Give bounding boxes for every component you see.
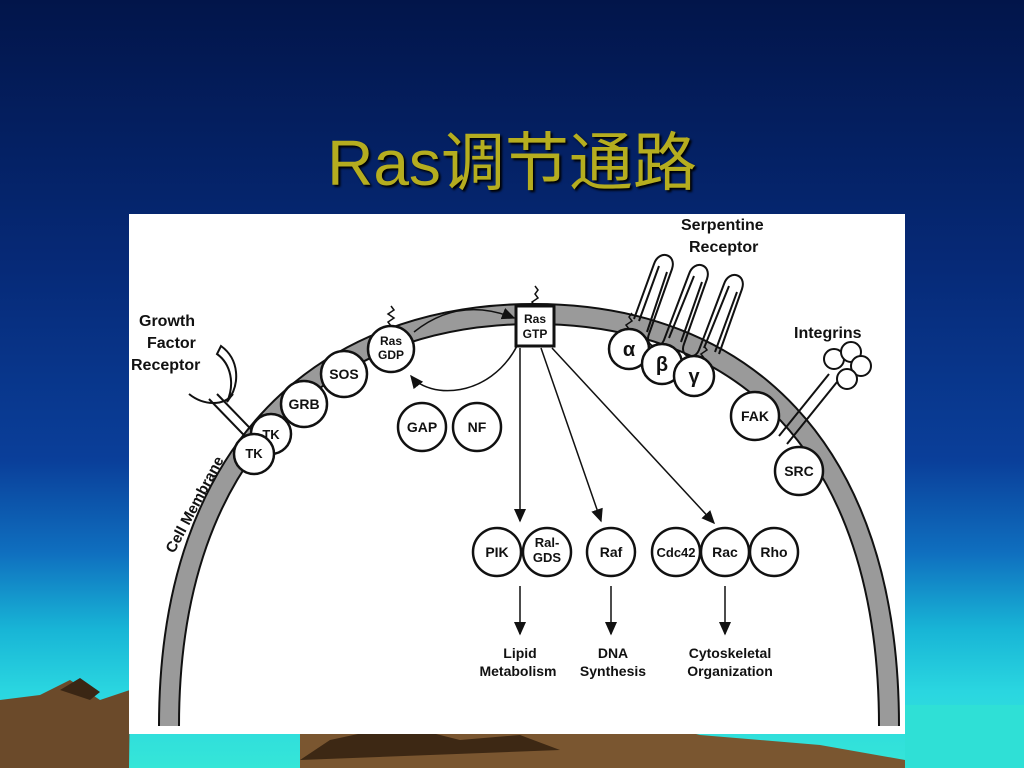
svg-text:PIK: PIK [485,544,508,560]
svg-text:γ: γ [688,366,700,388]
alpha-node: α [607,312,651,371]
raf-node: Raf [585,526,637,578]
src-node: SRC [773,445,825,497]
ras-pathway-diagram: Cell Membrane Growth Factor Receptor TK … [131,217,900,727]
svg-text:Rho: Rho [760,544,787,560]
gtp-to-gdp-arrow [410,345,518,392]
svg-text:Ras: Ras [524,312,546,326]
growth-factor-label-3: Receptor [131,357,200,374]
gap-node: GAP [396,401,448,453]
gdp-to-gtp-arrow [413,307,516,333]
svg-text:GDS: GDS [533,550,562,565]
serpentine-receptor-icon [633,254,744,358]
svg-text:NF: NF [468,419,487,435]
nf-node: NF [451,401,503,453]
ras-gdp-node: Ras GDP [366,305,416,374]
cyto-label-1: Cytoskeletal [689,645,771,661]
gamma-node: γ [672,345,716,398]
svg-text:Rac: Rac [712,544,738,560]
svg-text:SRC: SRC [784,463,814,479]
dna-label-1: DNA [598,645,628,661]
svg-text:GTP: GTP [523,327,548,341]
ras-gtp-box: Ras GTP [514,285,556,348]
svg-text:α: α [623,339,636,361]
serpentine-label-1: Serpentine [681,217,764,234]
slide-title: Ras调节通路 [327,127,697,199]
integrins-label: Integrins [794,325,862,342]
sos-node: SOS [319,349,369,399]
lipid-label-1: Lipid [503,645,536,661]
svg-text:GDP: GDP [378,348,404,362]
svg-text:Raf: Raf [600,544,623,560]
grb-node: GRB [279,379,329,429]
svg-text:SOS: SOS [329,366,359,382]
svg-text:FAK: FAK [741,408,769,424]
svg-text:β: β [656,354,668,376]
growth-factor-label-2: Factor [147,335,196,352]
svg-text:GRB: GRB [288,396,319,412]
integrin-icon [778,341,872,445]
arrow-to-raf [540,347,603,523]
growth-factor-ligand-icon [215,344,238,403]
arrow-to-rac [551,347,716,525]
svg-text:GAP: GAP [407,419,437,435]
rac-node: Rac [699,526,751,578]
growth-factor-label-1: Growth [139,313,195,330]
svg-text:Ras: Ras [380,334,402,348]
fak-node: FAK [729,390,781,442]
cyto-label-2: Organization [687,663,773,679]
tk-node-2: TK [232,432,276,476]
ralgds-node: Ral- GDS [521,526,573,578]
svg-text:Cdc42: Cdc42 [656,545,695,560]
diagram-panel: Cell Membrane Growth Factor Receptor TK … [129,214,905,734]
beta-node: β [640,342,684,386]
lipid-label-2: Metabolism [479,663,556,679]
rho-node: Rho [748,526,800,578]
dna-label-2: Synthesis [580,663,646,679]
svg-text:TK: TK [245,446,263,461]
cdc42-node: Cdc42 [650,526,702,578]
serpentine-label-2: Receptor [689,239,758,256]
pik-node: PIK [471,526,523,578]
svg-text:Ral-: Ral- [535,535,560,550]
